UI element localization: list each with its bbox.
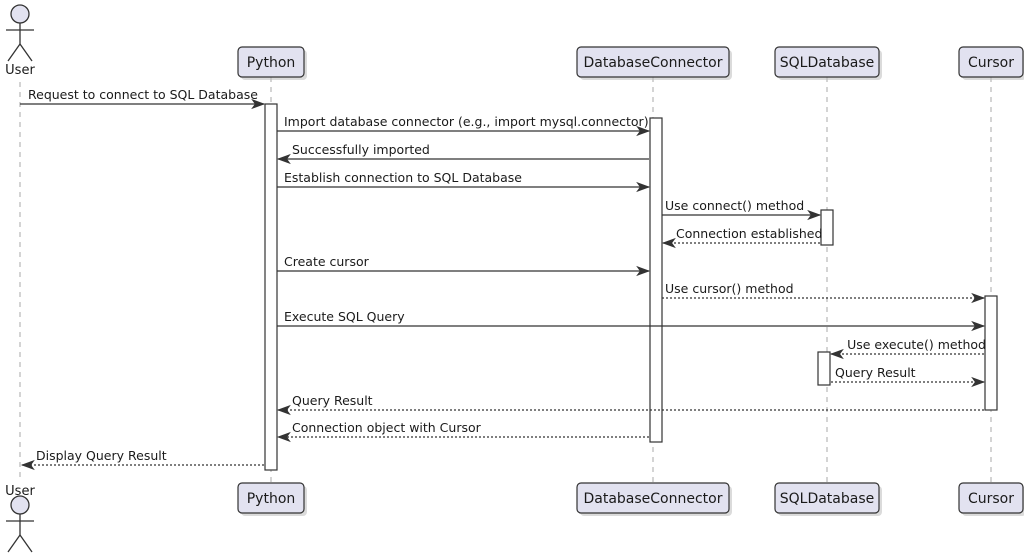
participant-box-python[interactable]: Python — [237, 46, 307, 80]
message-8: Use cursor() method — [662, 281, 986, 304]
participant-box-dbconn[interactable]: DatabaseConnector — [576, 482, 732, 516]
participant-label: Python — [247, 55, 296, 71]
message-label: Use connect() method — [665, 198, 804, 213]
activations-group — [264, 103, 998, 471]
participant-box-rect — [958, 46, 1024, 78]
message-1: Request to connect to SQL Database — [20, 87, 266, 110]
message-label: Query Result — [835, 365, 916, 380]
participant-label: Cursor — [968, 491, 1014, 507]
participant-box-cursor[interactable]: Cursor — [958, 482, 1024, 516]
actor-label: User — [5, 63, 35, 78]
activation-bar-dbconn — [649, 117, 663, 443]
participant-label: SQLDatabase — [780, 55, 875, 71]
message-5: Use connect() method — [662, 198, 822, 221]
message-11: Query Result — [831, 365, 986, 388]
participant-box-dbconn[interactable]: DatabaseConnector — [576, 46, 732, 80]
participant-label: SQLDatabase — [780, 491, 875, 507]
actor-label: User — [5, 484, 35, 499]
participant-box-sqldb[interactable]: SQLDatabase — [774, 482, 882, 516]
participant-box-rect — [576, 482, 730, 514]
message-12: Query Result — [276, 393, 984, 416]
activation-bar-python — [264, 103, 278, 471]
message-2: Import database connector (e.g., import … — [277, 114, 651, 137]
actor-leg-right — [19, 43, 33, 62]
activation-bar-sqldb — [820, 209, 834, 246]
actor-leg-left — [7, 43, 21, 62]
message-label: Use cursor() method — [665, 281, 794, 296]
participant-box-rect — [774, 46, 880, 78]
message-13: Connection object with Cursor — [276, 420, 649, 443]
participant-box-rect — [958, 482, 1024, 514]
message-label: Request to connect to SQL Database — [28, 87, 258, 102]
message-label: Create cursor — [284, 254, 370, 269]
message-3: Successfully imported — [276, 142, 649, 165]
participant-box-sqldb[interactable]: SQLDatabase — [774, 46, 882, 80]
activation-bar-cursor — [984, 295, 998, 411]
message-label: Connection object with Cursor — [292, 420, 482, 435]
message-label: Connection established — [676, 226, 822, 241]
participant-box-rect — [237, 482, 305, 514]
message-label: Display Query Result — [36, 448, 167, 463]
actor-user[interactable]: User — [5, 4, 35, 78]
message-6: Connection established — [661, 226, 822, 249]
message-label: Successfully imported — [292, 142, 430, 157]
message-label: Execute SQL Query — [284, 309, 405, 324]
message-label: Establish connection to SQL Database — [284, 170, 522, 185]
message-10: Use execute() method — [829, 337, 986, 360]
actor-head-icon — [10, 4, 30, 24]
message-label: Query Result — [292, 393, 373, 408]
message-4: Establish connection to SQL Database — [277, 170, 651, 193]
message-label: Use execute() method — [847, 337, 986, 352]
participant-label: DatabaseConnector — [583, 491, 722, 507]
participant-box-rect — [237, 46, 305, 78]
actor-leg-left — [7, 534, 21, 553]
activation-bar-sqldb — [817, 351, 831, 386]
participant-label: Python — [247, 491, 296, 507]
message-7: Create cursor — [277, 254, 651, 277]
participant-box-cursor[interactable]: Cursor — [958, 46, 1024, 80]
participant-box-rect — [576, 46, 730, 78]
message-14: Display Query Result — [20, 448, 264, 471]
actor-user[interactable]: User — [5, 484, 35, 553]
participants-group: PythonPythonDatabaseConnectorDatabaseCon… — [237, 46, 1024, 516]
participant-label: DatabaseConnector — [583, 55, 722, 71]
participant-box-python[interactable]: Python — [237, 482, 307, 516]
participant-label: Cursor — [968, 55, 1014, 71]
actor-leg-right — [19, 534, 33, 553]
participant-box-rect — [774, 482, 880, 514]
lifelines-group — [19, 77, 992, 483]
message-9: Execute SQL Query — [277, 309, 986, 332]
messages-group: Request to connect to SQL DatabaseImport… — [20, 87, 986, 471]
message-label: Import database connector (e.g., import … — [284, 114, 649, 129]
